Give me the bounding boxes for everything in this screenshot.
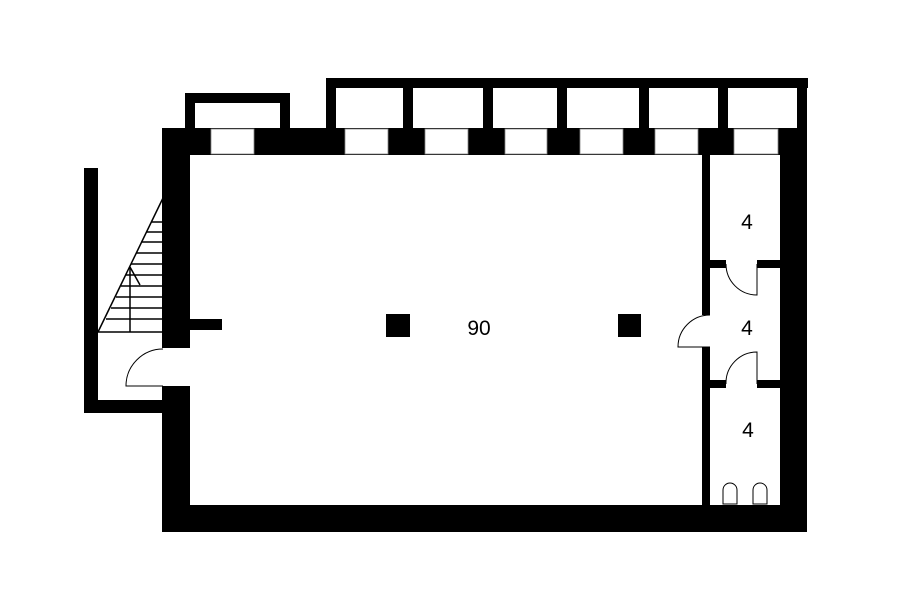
left-wall-upper <box>162 128 190 348</box>
upper-room-door-swing <box>725 263 758 296</box>
room-area-main-hall: 90 <box>467 317 490 340</box>
bay-post <box>718 78 728 128</box>
entrance-door-swing <box>125 348 164 387</box>
cross-wall <box>710 260 726 268</box>
walls <box>84 78 808 532</box>
large-bay-left <box>326 78 336 128</box>
large-bay-right <box>797 78 807 128</box>
left-wall-stub <box>190 319 222 330</box>
window <box>733 128 779 155</box>
room-area-middle: 4 <box>741 317 753 340</box>
bay-post <box>639 78 649 128</box>
right-wall <box>780 128 807 532</box>
window <box>210 128 255 155</box>
bay-post <box>483 78 493 128</box>
windows <box>210 128 779 155</box>
toilet-icon <box>722 482 738 505</box>
pillar <box>386 314 410 337</box>
room-area-upper: 4 <box>741 211 753 234</box>
window <box>424 128 469 155</box>
cross-wall <box>757 380 780 388</box>
small-bay-right <box>280 93 290 128</box>
room-area-lower: 4 <box>742 419 754 442</box>
stair-wall <box>84 168 98 413</box>
small-bay-top <box>185 93 290 103</box>
toilet-icon <box>752 482 768 505</box>
bay-post <box>557 78 567 128</box>
window <box>579 128 624 155</box>
toilets <box>722 482 768 505</box>
doors <box>125 263 758 387</box>
window <box>654 128 699 155</box>
lower-room-door-swing <box>725 351 758 385</box>
bottom-wall <box>162 505 807 532</box>
staircase <box>97 197 164 333</box>
bay-post <box>403 78 413 128</box>
hall-door-swing <box>677 314 711 348</box>
pillar <box>618 314 641 337</box>
partition-upper <box>702 155 710 315</box>
window <box>504 128 548 155</box>
cross-wall <box>710 380 726 388</box>
cross-wall <box>757 260 780 268</box>
top-wall <box>162 128 807 155</box>
partition-lower <box>702 347 710 505</box>
small-bay-left <box>185 93 195 128</box>
stair-wall-bottom <box>84 400 164 413</box>
window <box>344 128 389 155</box>
